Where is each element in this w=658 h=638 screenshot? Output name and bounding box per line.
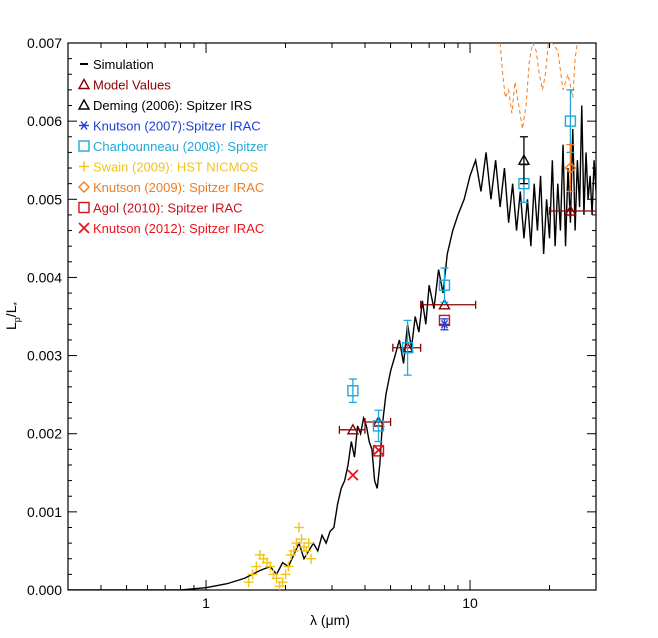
legend-label: Simulation — [93, 57, 154, 72]
axes: 0.000 0.001 0.002 0.003 0.004 0.005 0.006 0.007… — [27, 35, 597, 611]
series-simulation — [68, 105, 596, 590]
y-tick-label: 0.005 — [27, 191, 62, 207]
swain-2009-point — [303, 538, 314, 549]
model-value-point — [346, 423, 360, 435]
y-axis-title: Lp/L* — [3, 302, 22, 331]
swain-2009-point — [294, 522, 305, 533]
legend-label: Charbounneau (2008): Spitzer — [93, 139, 269, 154]
legend-marker — [78, 140, 90, 152]
swain-2009-point — [301, 545, 312, 556]
agol-2010-point — [438, 314, 451, 327]
y-tick-label: 0.004 — [27, 269, 62, 285]
model-value-point — [438, 298, 451, 310]
swain-2009-point — [291, 538, 302, 549]
swain-2009-point — [251, 561, 262, 572]
legend-label: Knutson (2009): Spitzer IRAC — [93, 180, 264, 195]
y-axis-title-main: L — [3, 322, 19, 330]
swain-2009-point — [288, 545, 299, 556]
legend-label: Agol (2010): Spitzer IRAC — [93, 201, 243, 216]
svg-text:Lp/L*: Lp/L* — [3, 302, 22, 331]
charbonneau-2008-point — [347, 385, 359, 397]
knutson-2009-point — [564, 162, 577, 175]
legend-marker — [78, 201, 90, 214]
swain-2009-point — [283, 561, 294, 572]
charbonneau-2008-point — [372, 420, 385, 432]
agol-2010-point — [372, 445, 385, 457]
legend-marker — [77, 78, 91, 90]
y-tick-label: 0.003 — [27, 348, 62, 364]
charbonneau-2008-point — [438, 279, 451, 291]
legend-label: Swain (2009): HST NICMOS — [93, 160, 259, 175]
x-tick-label: 10 — [462, 595, 478, 611]
swain-2009-point — [243, 577, 254, 588]
knutson-2012-point — [347, 469, 359, 481]
series-dashed-curve — [499, 43, 578, 130]
y-tick-label: 0.000 — [27, 582, 62, 598]
y-axis-title-sub-p: p — [12, 317, 22, 322]
legend-marker — [78, 181, 90, 193]
legend-marker — [78, 222, 90, 234]
legend-label: Knutson (2012): Spitzer IRAC — [93, 221, 264, 236]
swain-2009-point — [277, 577, 288, 588]
charbonneau-2008-point — [401, 342, 414, 354]
swain-2009-point — [296, 534, 307, 545]
y-tick-label: 0.001 — [27, 504, 62, 520]
y-tick-label: 0.006 — [27, 113, 62, 129]
legend-label: Model Values — [93, 78, 171, 93]
y-tick-label: 0.007 — [27, 35, 62, 51]
model-value-point — [564, 204, 577, 216]
legend-marker — [79, 161, 89, 172]
swain-2009-point — [265, 561, 276, 572]
y-tick-label: 0.002 — [27, 426, 62, 442]
y-axis-title-sub-star: * — [12, 302, 22, 306]
legend-label: Deming (2006): Spitzer IRS — [93, 98, 252, 113]
plot-area — [68, 43, 596, 590]
legend-marker — [79, 121, 89, 130]
x-tick-label: 1 — [202, 595, 210, 611]
swain-2009-point — [247, 569, 258, 580]
y-axis-title-slash: /L — [3, 305, 19, 317]
knutson-2007-point — [439, 319, 450, 329]
swain-2009-point — [306, 553, 317, 564]
deming-2006-point — [517, 153, 531, 165]
legend-marker — [77, 98, 91, 110]
knutson-2012-point — [372, 444, 385, 456]
x-axis-title: λ (μm) — [310, 612, 350, 628]
charbonneau-2008-point — [564, 115, 577, 127]
swain-2009-point — [271, 573, 282, 584]
swain-2009-point — [280, 569, 291, 580]
legend-label: Knutson (2007):Spitzer IRAC — [93, 119, 261, 134]
